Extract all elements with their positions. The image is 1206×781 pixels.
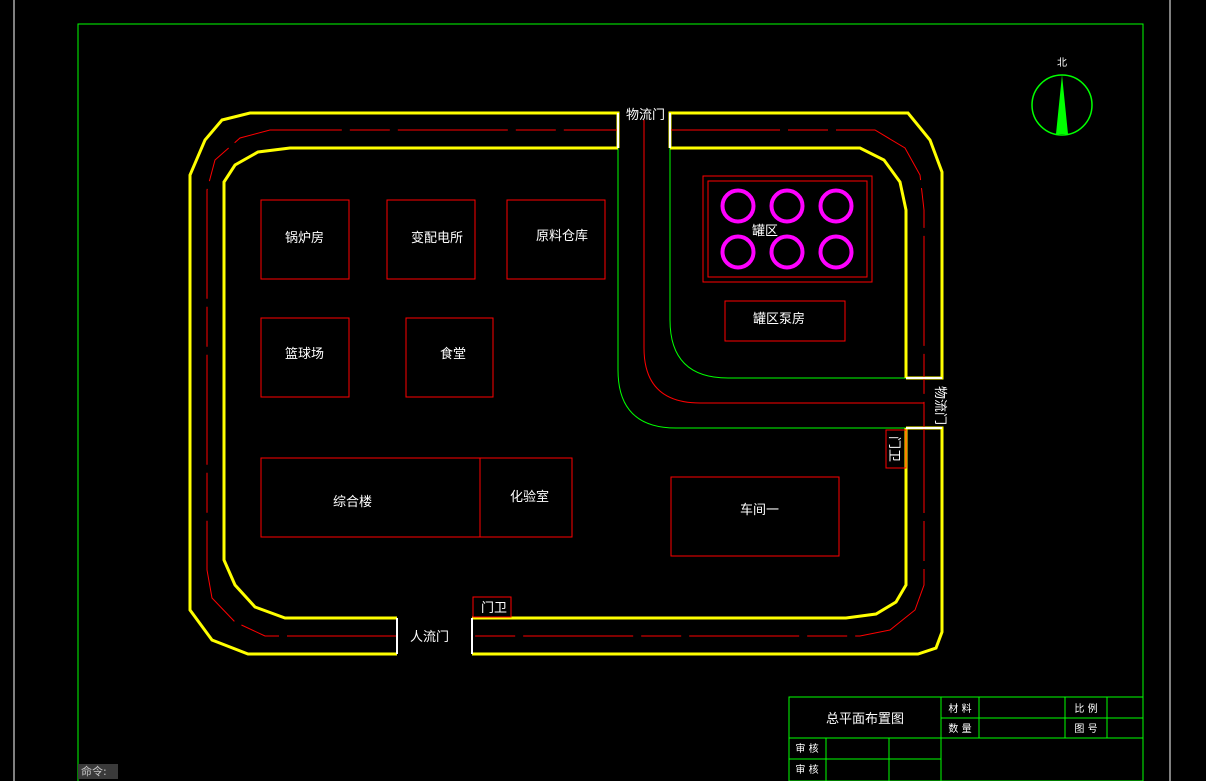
workshop-one <box>670 476 840 557</box>
review-label: 审 核 <box>795 742 818 755</box>
tank-area-outer-bund <box>702 175 873 283</box>
basketball-court-label: 篮球场 <box>285 347 324 362</box>
quantity-label: 数 量 <box>948 722 971 735</box>
guard-house-south <box>472 596 512 618</box>
logistics-road-centerline <box>643 120 924 404</box>
logistics-road-inner-edge <box>669 148 906 379</box>
substation-label: 变配电所 <box>411 230 463 246</box>
storage-tank <box>720 234 756 270</box>
pedestrian-gate-label: 人流门 <box>410 630 449 645</box>
perimeter-road-centerline-north-east <box>670 129 925 403</box>
storage-tank <box>818 188 854 224</box>
storage-tank <box>720 188 756 224</box>
laboratory <box>479 457 573 538</box>
tank-area-inner-bund <box>707 180 868 278</box>
perimeter-road-centerline-south-east <box>472 403 925 637</box>
logistics-road-outer-edge <box>617 148 906 429</box>
guard-house-east <box>885 429 907 469</box>
substation <box>386 199 476 280</box>
logistics-gate-east-label: 物流门 <box>932 386 947 425</box>
north-arrow-pointer <box>1056 75 1068 134</box>
perimeter-road-outer-north-east <box>668 111 944 380</box>
basketball-court <box>260 317 350 398</box>
north-arrow: 北 <box>1031 57 1093 136</box>
drawing-title: 总平面布置图 <box>826 712 904 727</box>
logistics-gate-north-label: 物流门 <box>626 108 665 123</box>
review-label: 审 核 <box>795 763 818 776</box>
storage-tanks <box>720 188 854 270</box>
boiler-room <box>260 199 350 280</box>
canteen <box>405 317 494 398</box>
perimeter-road-inner-south-east <box>472 428 908 620</box>
tank-pump-room <box>724 300 846 342</box>
perimeter-road-outer-west <box>188 111 620 656</box>
raw-material-warehouse <box>506 199 606 280</box>
title-block: 总平面布置图 材 料 数 量 比 例 图 号 审 核 审 核 <box>788 696 1144 781</box>
guard-house-south-label: 门卫 <box>481 601 507 616</box>
storage-tank <box>769 234 805 270</box>
storage-tank <box>769 188 805 224</box>
drawing-number-label: 图 号 <box>1074 723 1097 735</box>
scale-label: 比 例 <box>1074 702 1097 715</box>
tank-pump-room-label: 罐区泵房 <box>753 311 805 327</box>
workshop-one-label: 车间一 <box>740 502 779 518</box>
office-building-label: 综合楼 <box>333 495 372 510</box>
perimeter-road-outer-south-east <box>472 426 944 656</box>
title-block-border <box>788 696 1144 781</box>
material-label: 材 料 <box>948 702 971 715</box>
boiler-room-label: 锅炉房 <box>285 230 324 246</box>
drawing-frame <box>77 23 1144 781</box>
guard-house-east-label: 门卫 <box>886 436 901 462</box>
storage-tank <box>818 234 854 270</box>
perimeter-road-inner-west <box>222 146 618 620</box>
canteen-label: 食堂 <box>440 346 466 362</box>
tank-area-label: 罐区 <box>752 224 778 239</box>
laboratory-label: 化验室 <box>510 489 549 505</box>
north-label: 北 <box>1057 57 1067 69</box>
perimeter-road-centerline-west <box>206 129 618 637</box>
command-line-prompt[interactable]: 命令: <box>78 764 118 779</box>
raw-material-warehouse-label: 原料仓库 <box>536 228 588 244</box>
perimeter-road-inner-north-east <box>670 146 908 378</box>
